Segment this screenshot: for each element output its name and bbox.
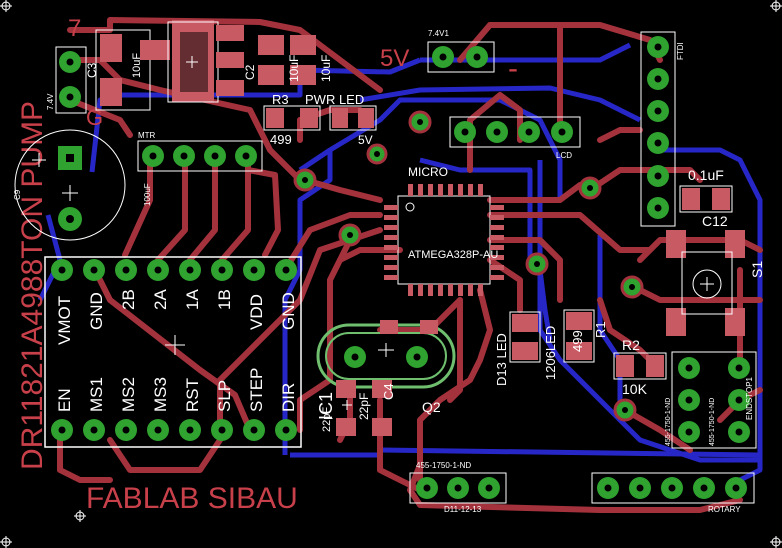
switch-s1 <box>666 230 745 336</box>
label-455-left: 455-1750-1-ND <box>665 398 672 446</box>
led-pwr <box>329 105 377 131</box>
label-r1-value: 499 <box>570 330 585 352</box>
label-r3: R3 <box>272 92 289 107</box>
label-r2: R2 <box>622 337 640 353</box>
pin-label-1a: 1A <box>183 289 202 310</box>
d11-header <box>409 472 507 504</box>
label-22pf-b: 22pF <box>357 393 371 420</box>
board-title: FABLAB SIBAU <box>86 482 298 515</box>
label-q2: Q2 <box>422 399 441 415</box>
led-d13 <box>509 311 541 363</box>
label-c2b-value: 10uF <box>319 55 333 82</box>
capacitor-c3 <box>95 29 170 111</box>
label-micro: MICRO <box>408 165 448 179</box>
label-ic1: IC1 <box>316 392 336 420</box>
label-mtr: MTR <box>138 131 156 140</box>
pin-label-slp: SLP <box>215 380 234 412</box>
rotary-header <box>591 472 755 504</box>
label-c3: C3 <box>85 62 99 78</box>
label-1206led: 1206LED <box>543 326 558 380</box>
label-endstop: ENDSTOP1 <box>745 376 754 420</box>
ftdi-header <box>640 31 676 227</box>
label-455-bottom: 455-1750-1-ND <box>416 461 471 470</box>
endstop-header <box>671 351 757 449</box>
label-lcd: LCD <box>556 151 572 160</box>
label-100uf: 100uF <box>143 183 152 206</box>
atmega-chip <box>384 184 504 296</box>
driver-bottom-header <box>51 419 297 441</box>
capacitor-c9 <box>14 129 126 241</box>
label-5v-small: 5V <box>358 133 373 147</box>
resistor-r2 <box>613 352 667 380</box>
label-c2: C2 <box>243 64 257 80</box>
resistor-r3 <box>263 105 321 131</box>
power-header-left <box>55 46 87 114</box>
pin-label-rst: RST <box>183 378 202 412</box>
label-10k: 10K <box>622 381 648 397</box>
label-7-4v1: 7.4V1 <box>428 29 449 38</box>
capacitor-c2 <box>258 35 316 85</box>
label-7-4v-left: 7.4V <box>46 93 55 110</box>
voltage-regulator <box>167 20 244 103</box>
label-minus: - <box>508 52 518 85</box>
lcd-header <box>449 116 581 148</box>
vertical-title: DR11821A4988TON PUMP <box>16 101 49 470</box>
label-g: G <box>86 105 103 130</box>
driver-module-outline <box>44 256 302 448</box>
pin-label-vmot: VMOT <box>55 296 74 345</box>
pin-label-dir: DIR <box>279 383 298 412</box>
pin-label-vdd: VDD <box>247 294 266 330</box>
label-rotary: ROTARY <box>708 505 741 514</box>
label-5v-big: 5V <box>380 45 409 72</box>
pin-label-ms1: MS1 <box>87 377 106 412</box>
pin-label-gnd2: GND <box>279 292 298 330</box>
label-seven: 7 <box>68 15 81 42</box>
pin-label-step: STEP <box>247 368 266 412</box>
motor-header <box>137 140 263 172</box>
label-atmega: ATMEGA328P-AU <box>408 249 498 261</box>
resistor-r1 <box>563 309 595 363</box>
driver-bottom-labels: EN MS1 MS2 MS3 RST SLP STEP DIR <box>55 368 298 412</box>
label-0-1uf: 0.1uF <box>688 167 724 183</box>
driver-top-header <box>51 259 297 281</box>
label-c12: C12 <box>702 213 728 229</box>
pin-label-1b: 1B <box>215 289 234 310</box>
power-header-top <box>427 41 495 73</box>
capacitor-c12 <box>679 185 733 213</box>
label-d13: D13 LED <box>494 333 509 386</box>
vias <box>293 110 644 422</box>
pin-label-en: EN <box>55 388 74 412</box>
pin-label-ms2: MS2 <box>119 377 138 412</box>
capacitor-c4-22pf <box>336 320 438 436</box>
pin-label-2a: 2A <box>151 289 170 310</box>
label-22pf-a: 22pF <box>321 407 333 432</box>
pin-label-gnd: GND <box>87 292 106 330</box>
label-c3-value: 10uF <box>131 53 143 78</box>
label-d11: D11-12-13 <box>444 505 482 514</box>
label-c9: C9 <box>13 189 22 200</box>
pin-label-ms3: MS3 <box>151 377 170 412</box>
label-r3-value: 499 <box>270 132 292 147</box>
label-c4: C4 <box>381 383 396 400</box>
label-r1: R1 <box>593 321 608 338</box>
pin-label-2b: 2B <box>119 289 138 310</box>
driver-top-labels: VMOT GND 2B 2A 1A 1B VDD GND <box>55 289 298 345</box>
label-pwr-led: PWR LED <box>305 92 364 107</box>
label-ftdi: FTDI <box>676 42 685 60</box>
driver-crosshair <box>165 335 185 355</box>
label-c2-value: 10uF <box>287 55 301 82</box>
label-s1: S1 <box>749 261 765 278</box>
label-455-left2: 455-1750-1-ND <box>709 398 716 446</box>
